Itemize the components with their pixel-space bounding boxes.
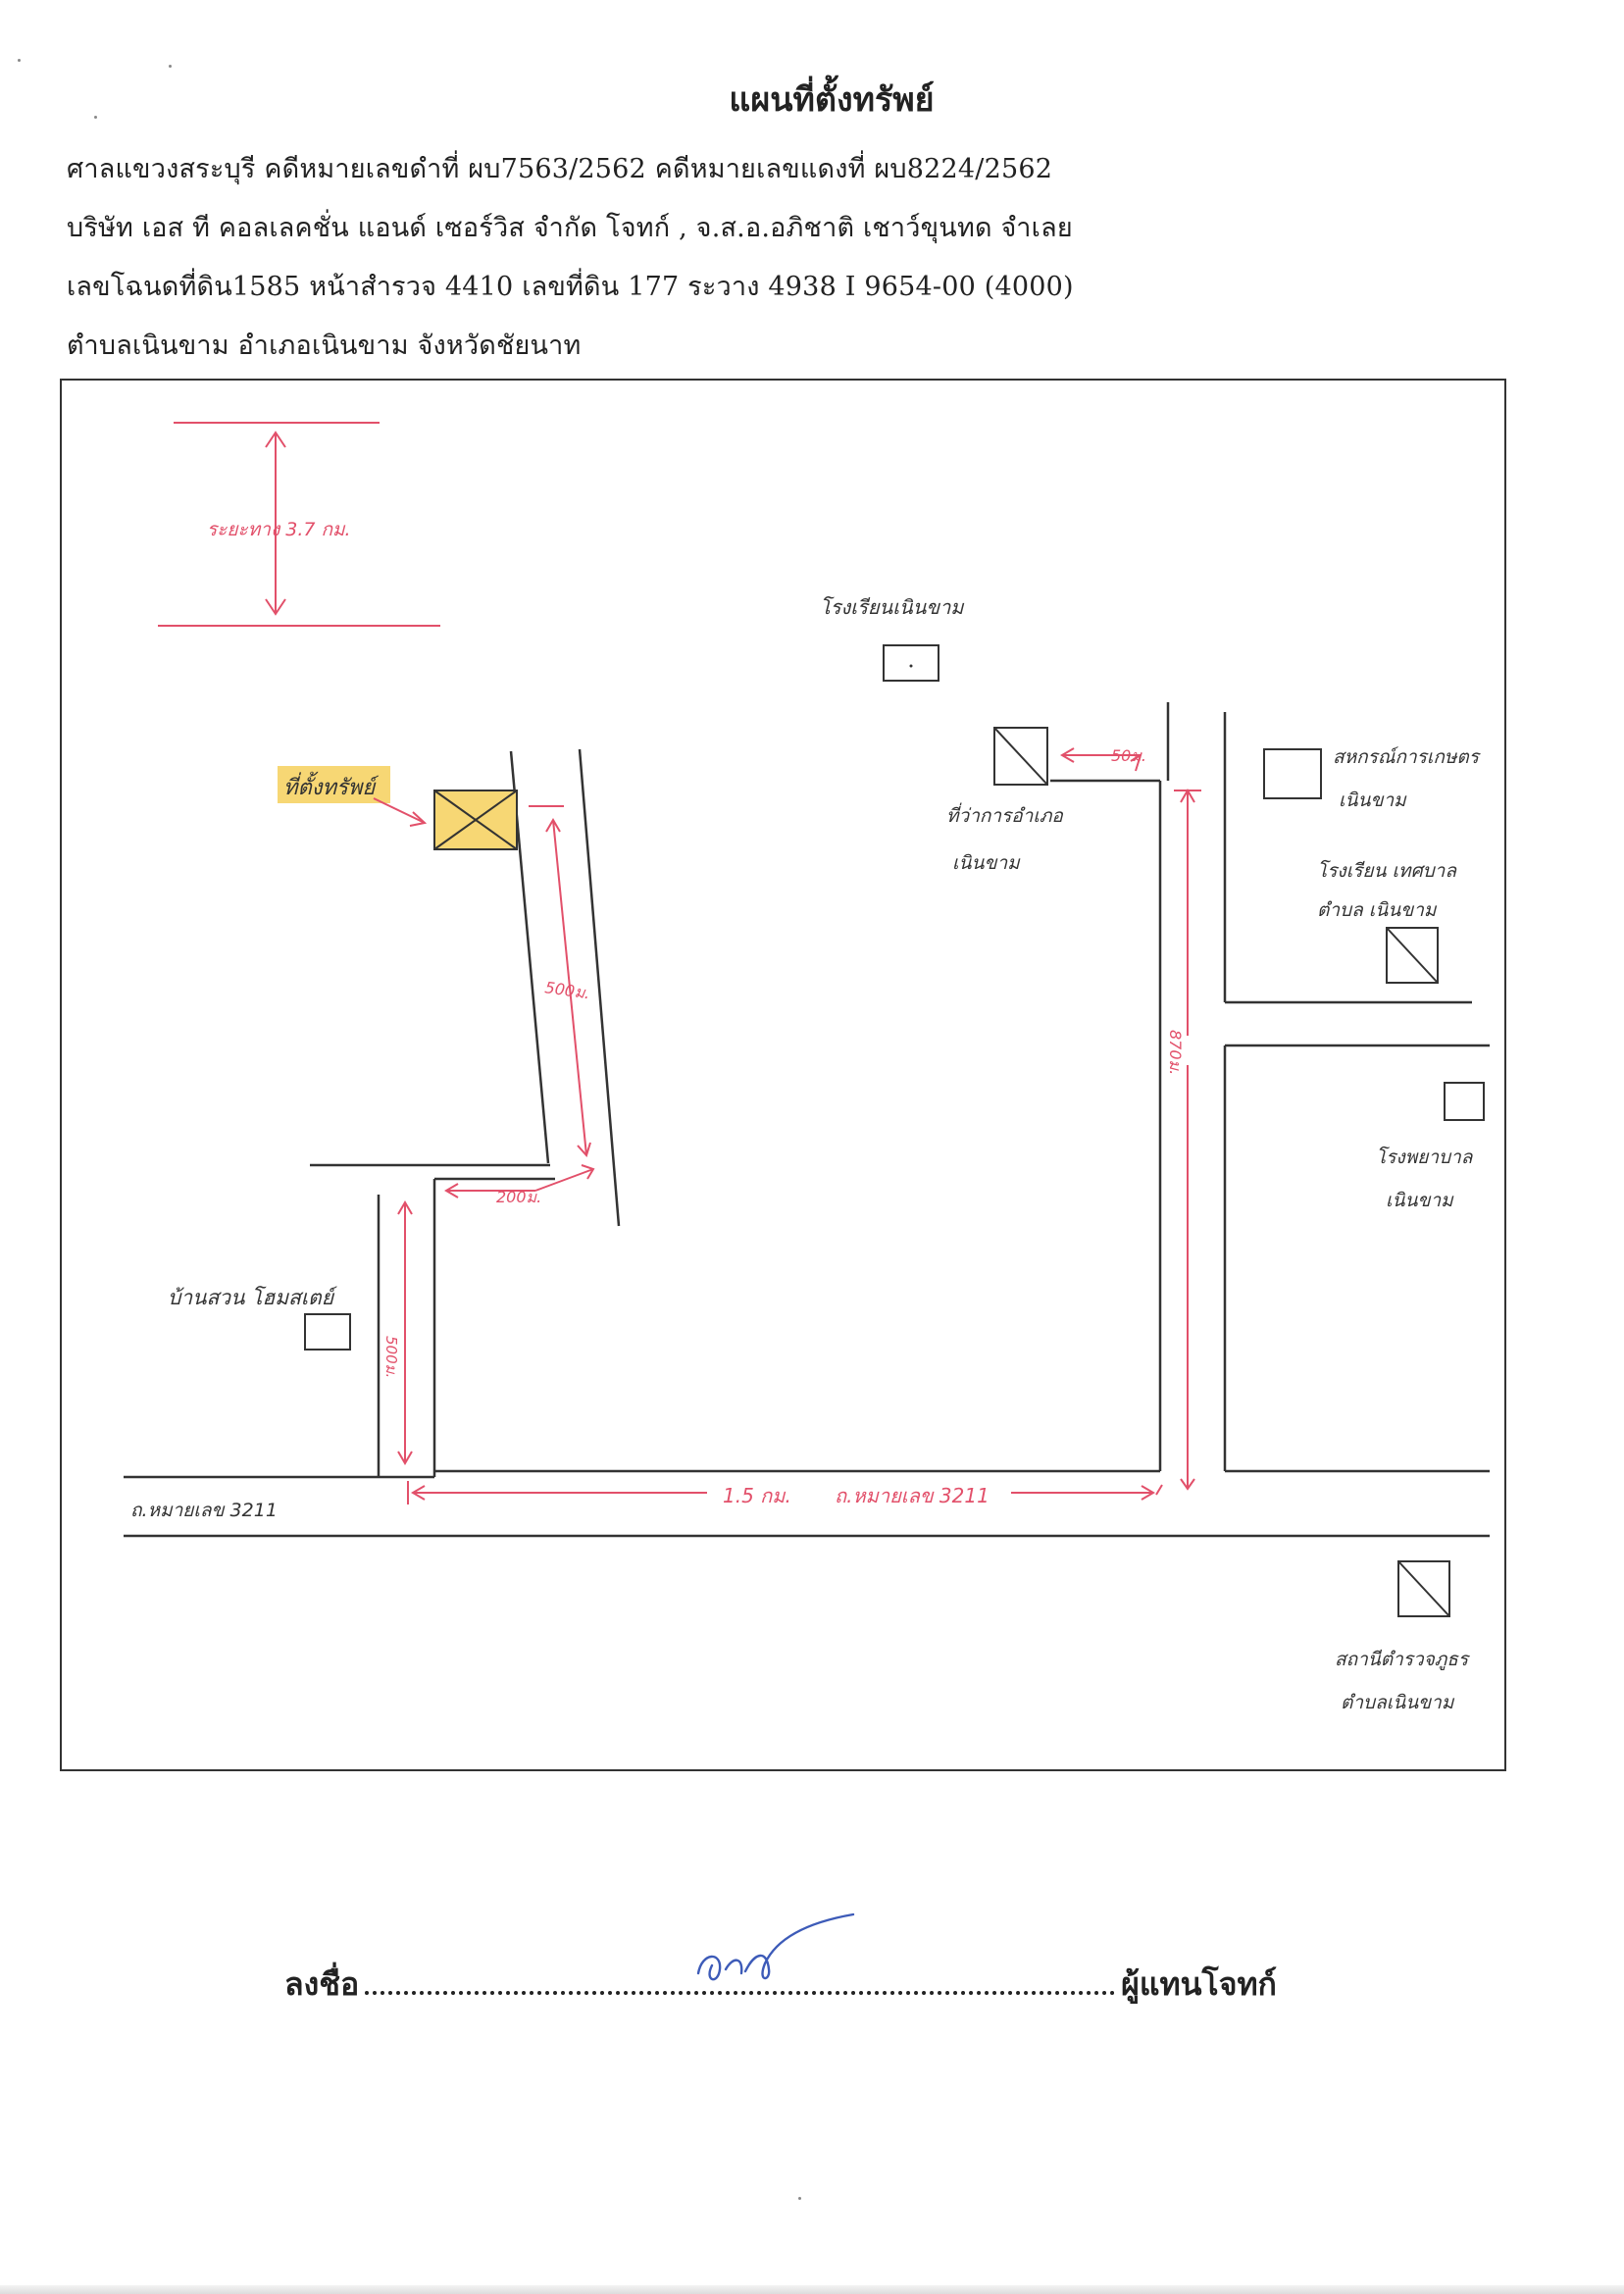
parties-line: บริษัท เอส ที คอลเลคชั่น แอนด์ เซอร์วิส …: [67, 213, 1073, 243]
school-label: โรงเรียนเนินขาม: [820, 595, 965, 619]
distance-label-1-5km: 1.5 กม.: [723, 1484, 791, 1507]
property-marker: [433, 790, 518, 850]
district-office-marker: [993, 727, 1048, 786]
resort-label: บ้านสวน โฮมสเตย์: [168, 1286, 337, 1309]
police-label-2: ตำบลเนินขาม: [1341, 1692, 1455, 1713]
scan-speck: [18, 59, 21, 62]
signature-dotted-line: [365, 1971, 1116, 1995]
signature-row: ลงชื่อ ผู้แทนโจทก์: [284, 1960, 1277, 2010]
location-map: ระยะทาง 3.7 กม.: [60, 379, 1506, 1771]
scan-speck: [94, 116, 97, 119]
property-label: ที่ตั้งทรัพย์: [283, 771, 380, 800]
tambon-office-marker: [1386, 927, 1439, 984]
signature-role: ผู้แทนโจทก์: [1121, 1965, 1277, 2003]
property-label-highlight: [278, 766, 390, 803]
property-pointer-arrow: [373, 797, 428, 827]
distance-label-200: 200ม.: [496, 1188, 541, 1206]
distance-label-500-upper: 500ม.: [543, 978, 590, 1002]
measure-arrows: [397, 747, 1201, 1504]
tambon-office-label-1: โรงเรียน เทศบาล: [1317, 859, 1457, 882]
location-line: ตำบลเนินขาม อำเภอเนินขาม จังหวัดชัยนาท: [67, 331, 582, 361]
tambon-office-label-2: ตำบล เนินขาม: [1317, 899, 1438, 921]
district-office-label-1: ที่ว่าการอำเภอ: [946, 802, 1064, 827]
hospital-label-1: โรงพยาบาล: [1376, 1146, 1474, 1168]
hospital-marker: [1444, 1082, 1485, 1121]
district-office-label-2: เนินขาม: [952, 852, 1021, 874]
police-station-marker: [1397, 1560, 1450, 1617]
document-title: แผนที่ตั้งทรัพย์: [729, 80, 935, 120]
handwritten-signature: [696, 1912, 855, 1981]
signature-label: ลงชื่อ: [284, 1965, 360, 2003]
agri-coop-label-1: สหกรณ์การเกษตร: [1333, 746, 1482, 768]
title-deed-line: เลขโฉนดที่ดิน1585 หน้าสำรวจ 4410 เลขที่ด…: [67, 272, 1074, 302]
distance-label-500-lower: 500ม.: [382, 1336, 400, 1378]
resort-marker: [304, 1313, 351, 1351]
agri-coop-label-2: เนินขาม: [1339, 790, 1407, 811]
distance-label-870: 870ม.: [1166, 1030, 1185, 1075]
distance-label-50: 50ม.: [1111, 746, 1146, 765]
school-marker: [883, 644, 939, 682]
court-case-line: ศาลแขวงสระบุรี คดีหมายเลขดำที่ ผบ7563/25…: [67, 154, 1053, 184]
hospital-label-2: เนินขาม: [1386, 1190, 1454, 1211]
scan-bottom-edge: [0, 2285, 1624, 2294]
agri-coop-marker: [1263, 748, 1322, 799]
road-label-center: ถ.หมายเลข 3211: [835, 1484, 990, 1507]
scan-speck: [169, 65, 172, 68]
police-label-1: สถานีตำรวจภูธร: [1335, 1649, 1471, 1670]
distance-top-label: ระยะทาง 3.7 กม.: [207, 519, 351, 540]
road-label-left: ถ.หมายเลข 3211: [130, 1500, 278, 1521]
road-lines: [124, 702, 1490, 1538]
distance-indicator-top: [158, 422, 440, 627]
scan-speck: [798, 2197, 801, 2200]
map-frame: [60, 379, 1506, 1771]
